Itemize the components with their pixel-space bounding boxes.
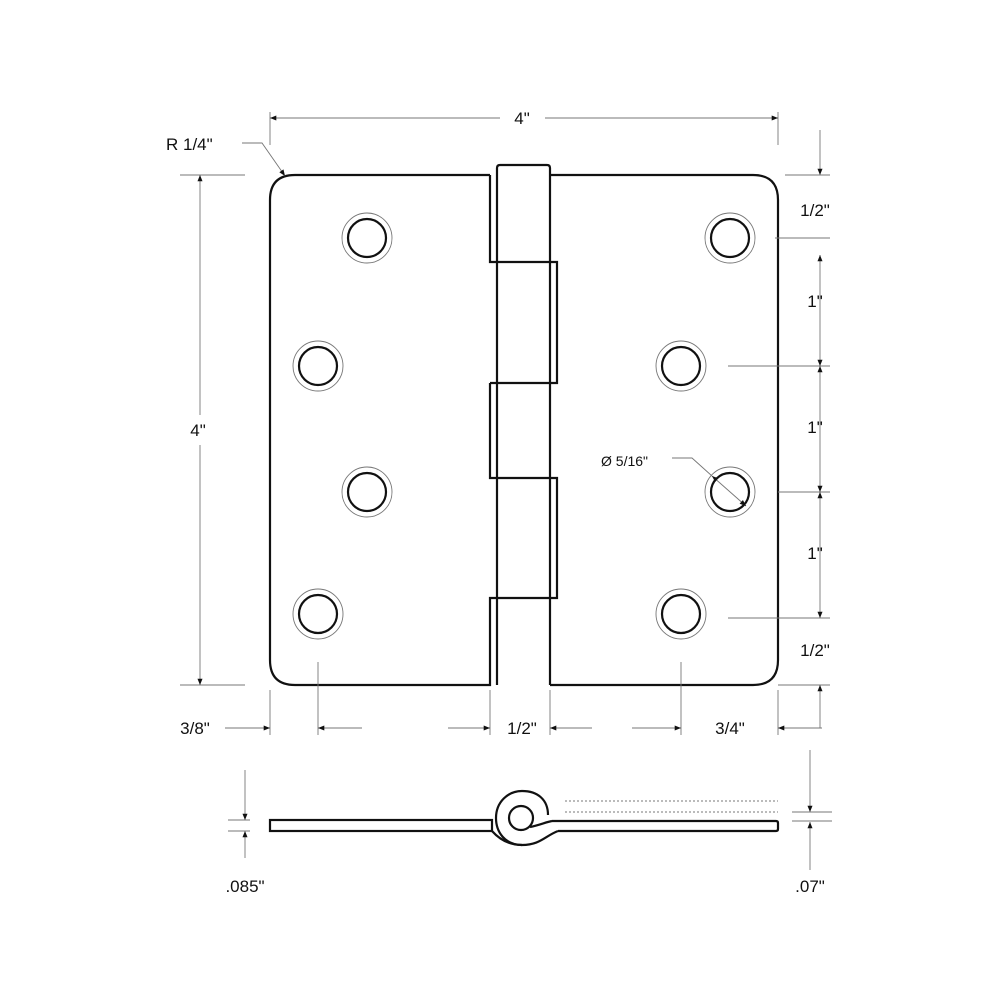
spacing-label-4: 1" bbox=[807, 544, 823, 563]
spacing-label-5: 1/2" bbox=[800, 641, 830, 660]
width-label: 4" bbox=[514, 109, 530, 128]
screw-hole bbox=[341, 466, 393, 518]
screw-holes bbox=[292, 212, 756, 640]
leaf-thickness-label: .085" bbox=[225, 877, 264, 896]
radius-label: R 1/4" bbox=[166, 135, 213, 154]
side-profile bbox=[268, 789, 780, 847]
spacing-label-1: 1/2" bbox=[800, 201, 830, 220]
screw-hole bbox=[655, 588, 707, 640]
screw-hole bbox=[341, 212, 393, 264]
right-offset-label: 3/4" bbox=[715, 719, 745, 738]
spacing-label-2: 1" bbox=[807, 292, 823, 311]
hole-diameter-label: Ø 5/16" bbox=[601, 453, 648, 469]
right-leaf bbox=[550, 173, 780, 687]
screw-hole bbox=[704, 466, 756, 518]
dimension-lines bbox=[180, 112, 832, 870]
spacing-label-3: 1" bbox=[807, 418, 823, 437]
knuckle-width-label: 1/2" bbox=[507, 719, 537, 738]
screw-hole bbox=[655, 340, 707, 392]
left-leaf bbox=[268, 173, 497, 687]
left-offset-label: 3/8" bbox=[180, 719, 210, 738]
screw-hole bbox=[292, 588, 344, 640]
height-label: 4" bbox=[190, 421, 206, 440]
screw-hole bbox=[704, 212, 756, 264]
thin-thickness-label: .07" bbox=[795, 877, 825, 896]
screw-hole bbox=[292, 340, 344, 392]
barrel bbox=[495, 163, 559, 685]
